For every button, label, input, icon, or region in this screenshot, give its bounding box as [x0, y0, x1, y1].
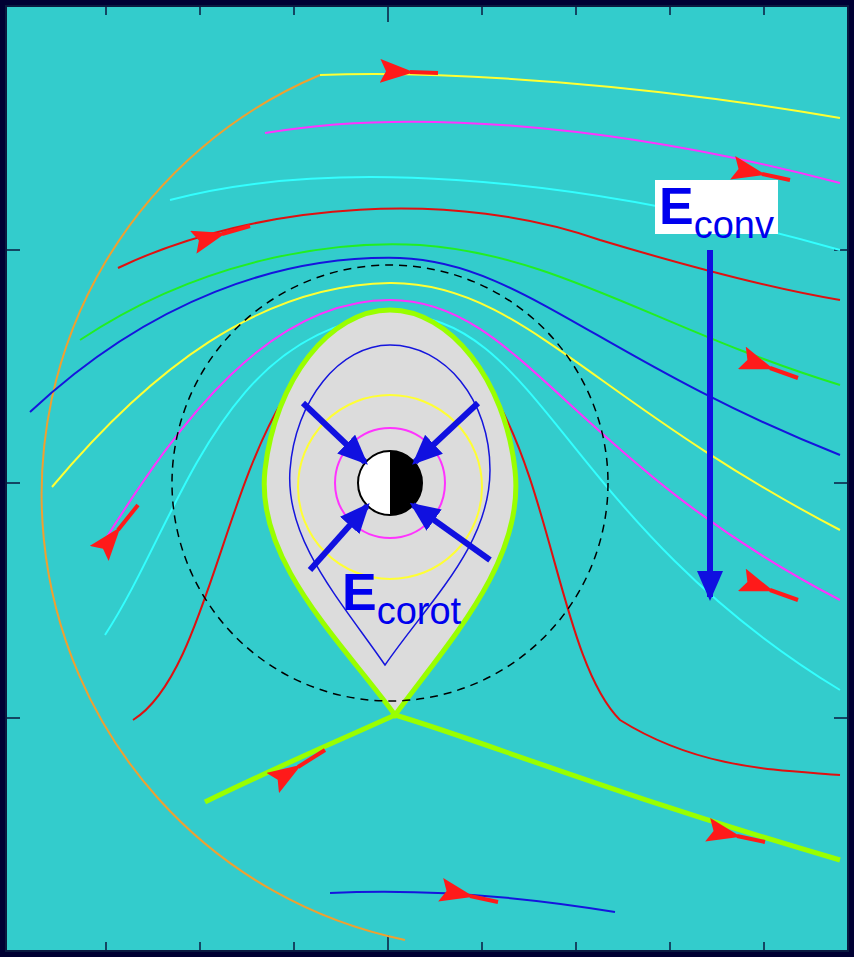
tick-marks — [7, 7, 847, 950]
field-subscript: corot — [377, 590, 461, 632]
field-symbol: E — [342, 563, 377, 621]
dashed-circle — [172, 265, 608, 701]
field-symbol: E — [659, 177, 694, 235]
field-arrows — [303, 250, 710, 597]
separatrix — [205, 715, 840, 860]
streamlines — [30, 74, 840, 912]
plasmasphere — [264, 310, 516, 715]
flow-arrows — [118, 72, 798, 902]
earth — [358, 451, 422, 515]
field-label: Ecorot — [342, 566, 461, 618]
field-label: Econv — [655, 180, 778, 234]
field-subscript: conv — [694, 204, 774, 246]
